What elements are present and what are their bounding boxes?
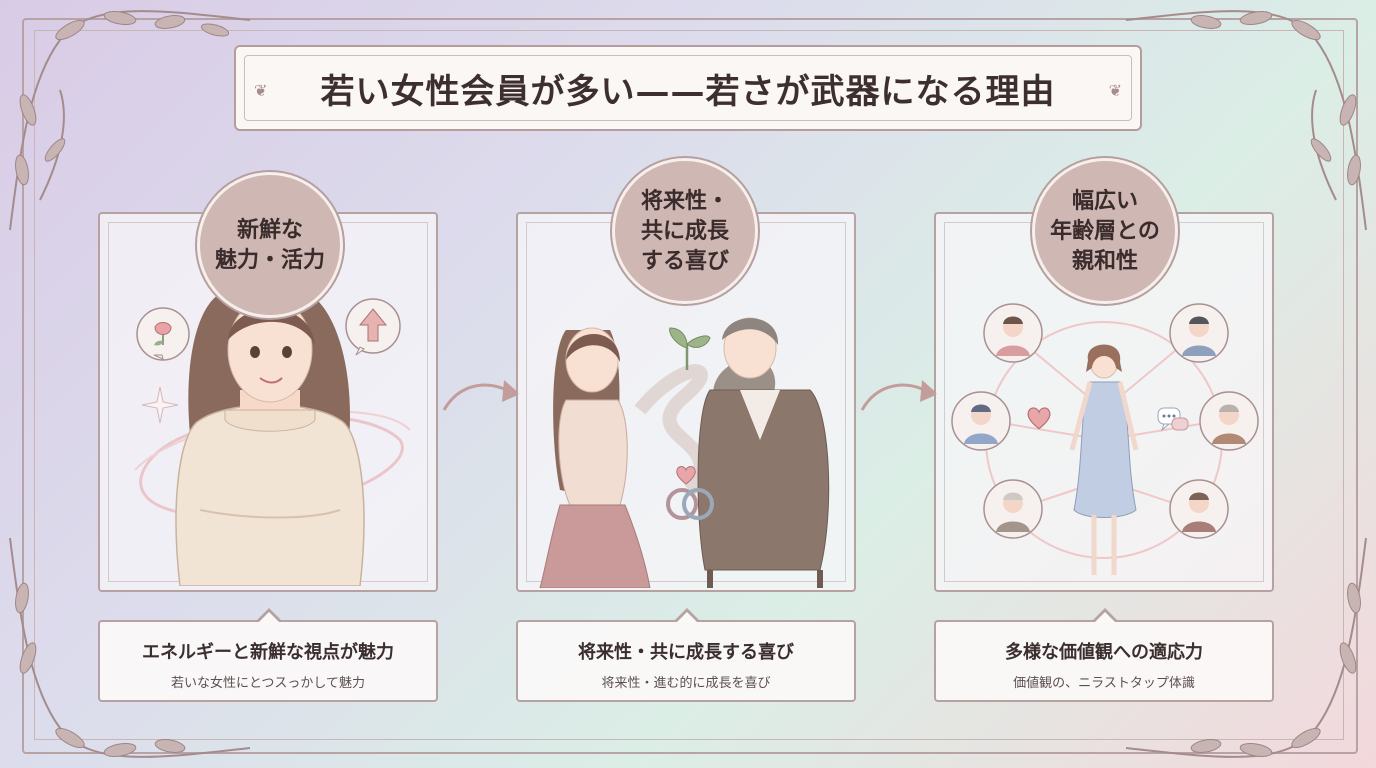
person-icon [983, 479, 1043, 539]
heart-icon [676, 466, 696, 485]
outer-frame [22, 18, 1358, 754]
couple-illustration [539, 317, 830, 588]
badge-line: する喜び [640, 248, 729, 274]
badge-age-affinity: 幅広い 年齢層との 親和性 [1032, 158, 1178, 304]
badge-line: 新鮮な [236, 217, 303, 243]
badge-line: 共に成長 [640, 218, 729, 244]
sprout-icon [669, 327, 711, 370]
chat-icon [1157, 407, 1189, 432]
heart-icon [1027, 407, 1051, 430]
title-ornament-right: ❦ [1108, 81, 1122, 100]
vine-ornament-top-left [9, 10, 251, 231]
badge-line: 親和性 [1071, 248, 1138, 274]
caption-subtitle: 将来性・進む的に成長を喜び [601, 676, 771, 691]
sparkle-icon [141, 386, 179, 424]
badge-line: 年齢層との [1050, 218, 1160, 244]
title-banner: ❦ 若い女性会員が多い——若さが武器になる理由 ❦ [234, 45, 1142, 131]
rings-icon [666, 488, 714, 520]
up-arrow-icon [345, 298, 401, 356]
person-icon [983, 303, 1043, 363]
person-icon [1199, 391, 1259, 451]
vine-ornament-bottom-left [9, 537, 251, 758]
badge-fresh-appeal: 新鮮な 魅力・活力 [197, 172, 343, 318]
caption-subtitle: 若いな女性にとつスっかして魅力 [170, 676, 366, 691]
vine-ornament-top-right [1125, 10, 1367, 231]
caption-future-growth: 将来性・共に成長する喜び 将来性・進む的に成長を喜び [516, 608, 856, 702]
flow-arrow-2 [860, 380, 938, 411]
caption-fresh-appeal: エネルギーと新鮮な視点が魅力 若いな女性にとつスっかして魅力 [98, 608, 438, 702]
person-icon [1169, 303, 1229, 363]
caption-age-affinity: 多様な価値観への適応力 価値観の、ニラストタップ体識 [934, 608, 1274, 702]
person-icon [1169, 479, 1229, 539]
caption-title: 多様な価値観への適応力 [1005, 642, 1203, 663]
badge-line: 幅広い [1071, 188, 1138, 214]
flow-arrow-1 [442, 380, 520, 411]
title-ornament-left: ❦ [254, 81, 268, 100]
badge-line: 魅力・活力 [214, 247, 325, 273]
badge-line: 将来性・ [640, 188, 729, 214]
young-woman-illustration [134, 290, 411, 586]
vine-ornament-bottom-right [1125, 537, 1367, 758]
page-title: 若い女性会員が多い——若さが武器になる理由 [320, 71, 1056, 112]
rose-icon [136, 307, 190, 361]
caption-title: エネルギーと新鮮な視点が魅力 [142, 642, 394, 663]
caption-title: 将来性・共に成長する喜び [578, 642, 794, 663]
inner-frame [34, 30, 1344, 740]
person-icon [951, 391, 1011, 451]
badge-future-growth: 将来性・ 共に成長 する喜び [612, 158, 758, 304]
caption-subtitle: 価値観の、ニラストタップ体識 [1013, 676, 1195, 691]
